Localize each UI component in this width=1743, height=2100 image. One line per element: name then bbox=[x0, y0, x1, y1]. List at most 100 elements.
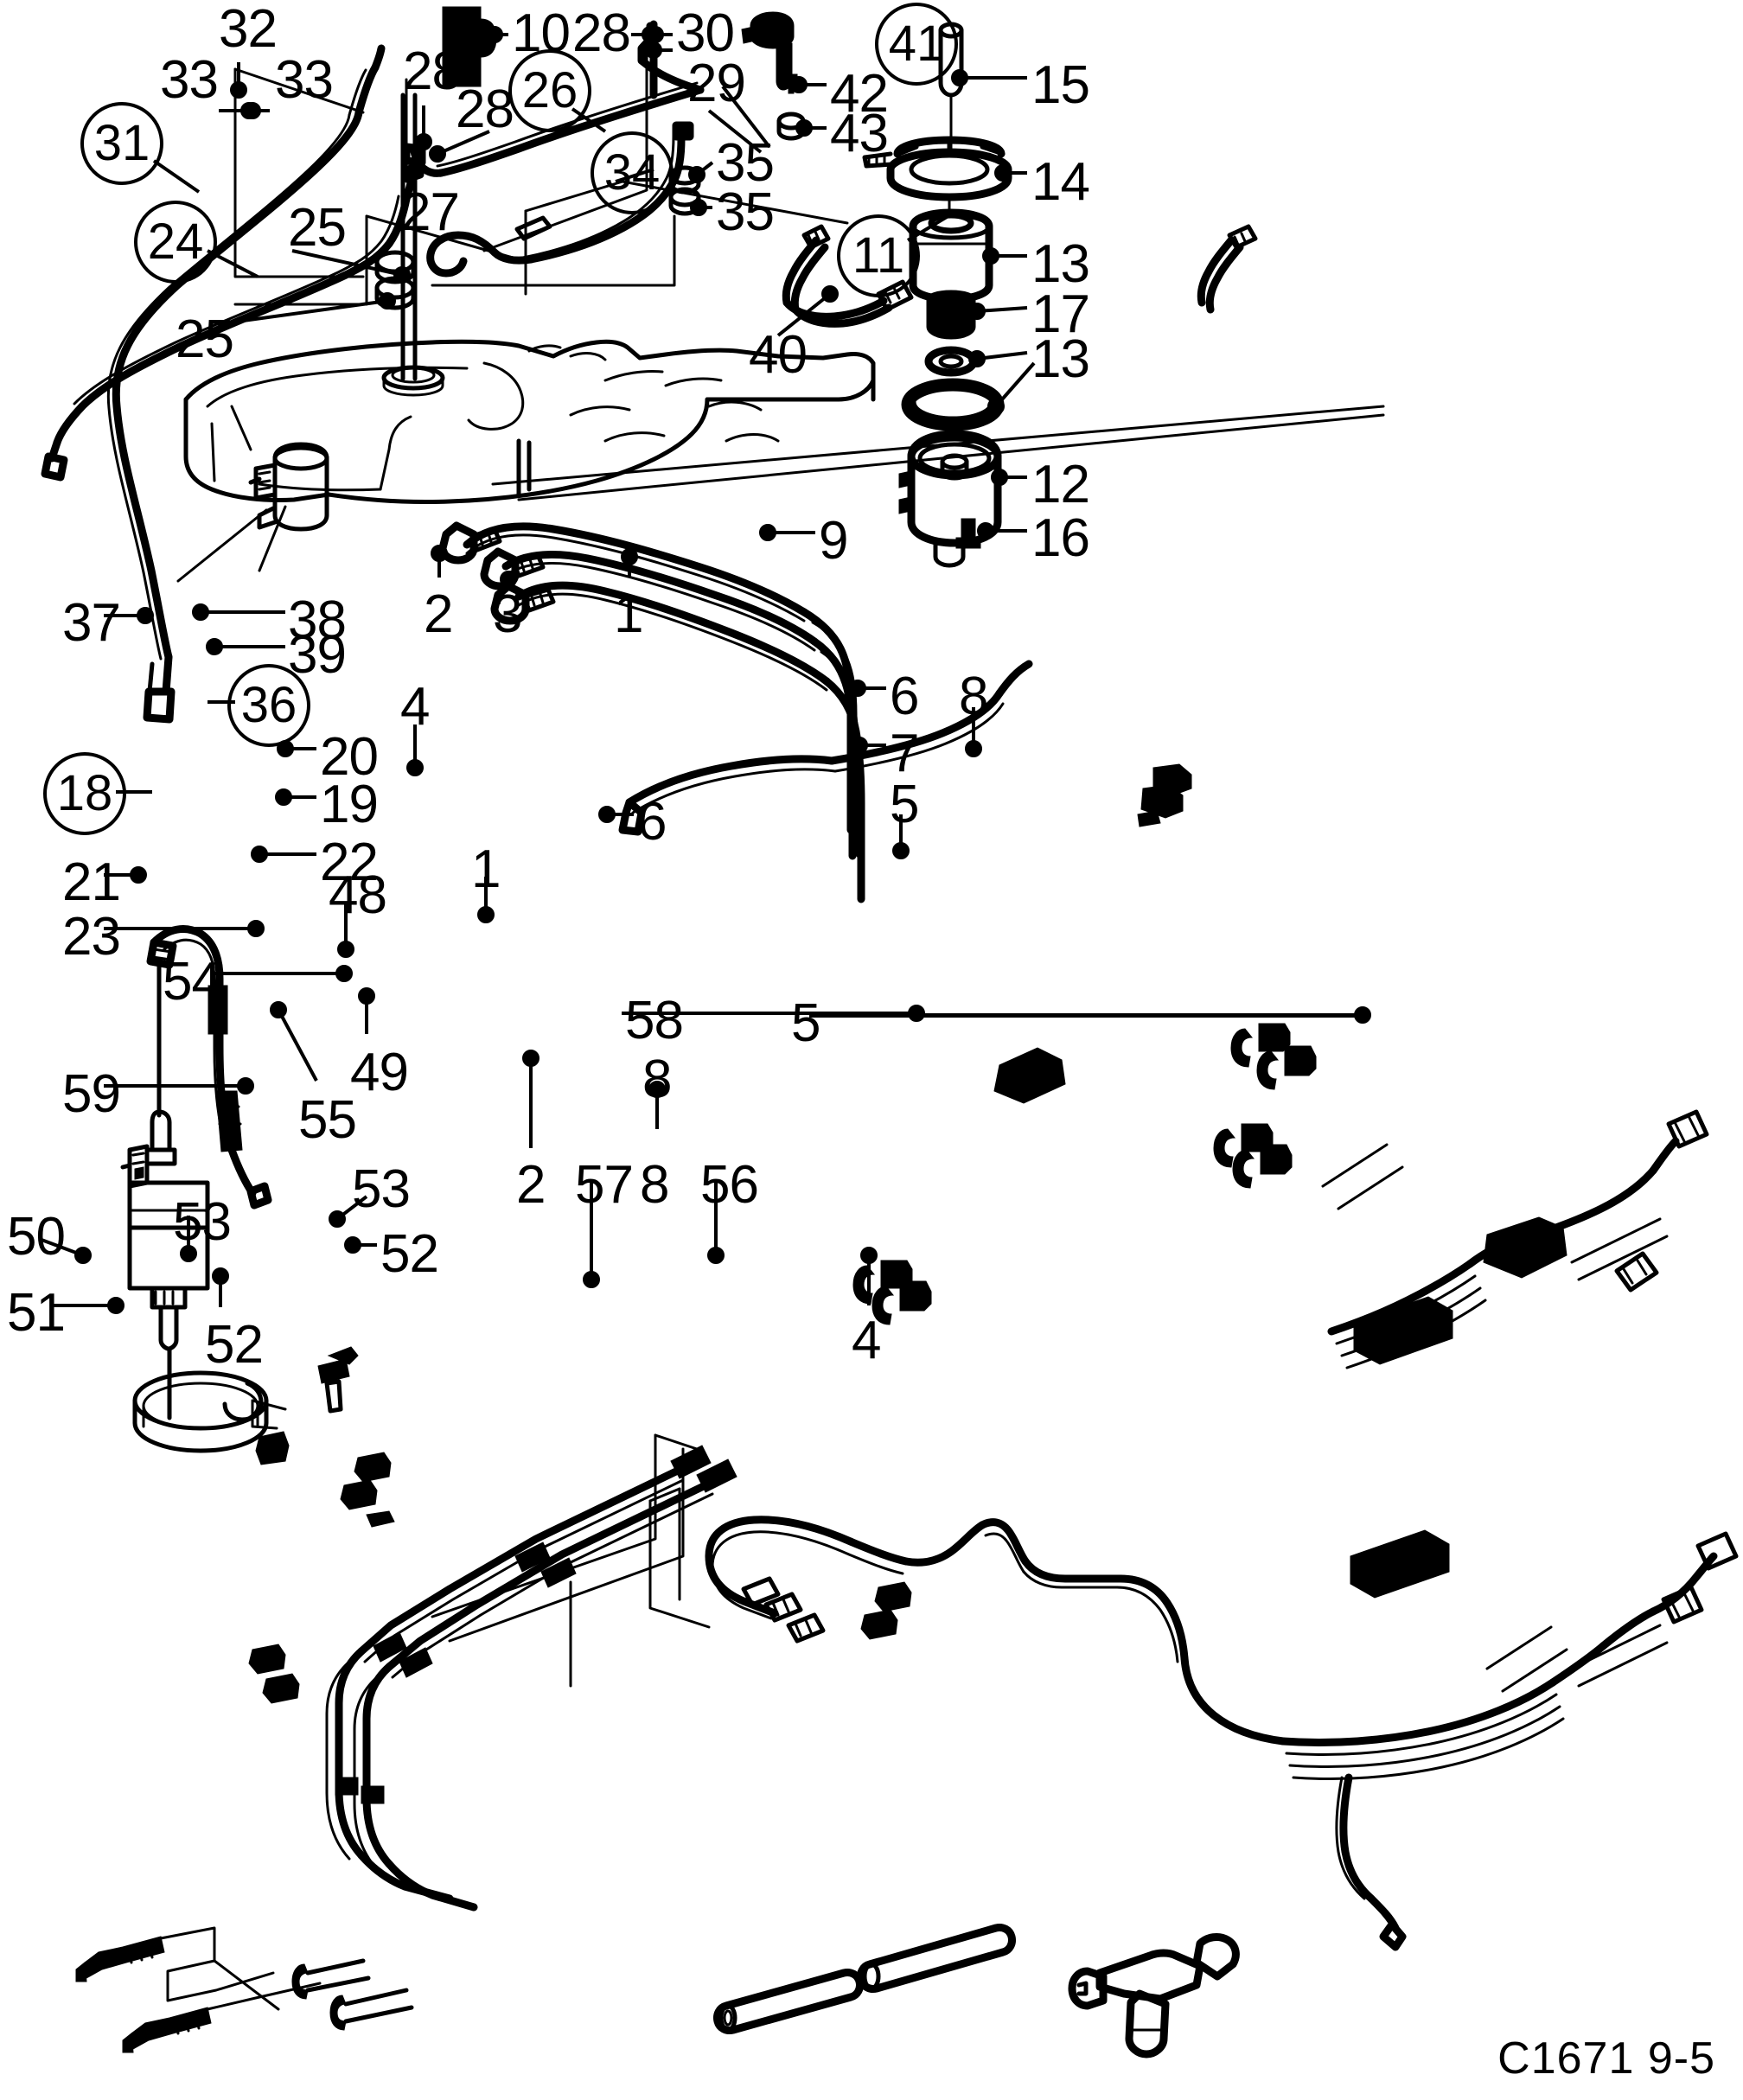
part-callout-28: 28 bbox=[572, 3, 631, 63]
line-bundle-right-lower bbox=[1283, 1534, 1736, 1779]
part-callout-42: 42 bbox=[830, 64, 889, 124]
part-50-banjo-bolt bbox=[76, 1937, 164, 1982]
part-58-line-clip-single bbox=[861, 1582, 911, 1639]
part-52-pipe-clip-lower bbox=[330, 1990, 412, 2030]
part-callout-9: 9 bbox=[819, 511, 848, 571]
part-7-clamp-lower bbox=[1214, 1124, 1292, 1188]
part-callout-4: 4 bbox=[852, 1311, 881, 1370]
part-callout-1: 1 bbox=[471, 839, 501, 899]
part-6-clamp-upper bbox=[1231, 1024, 1316, 1089]
assembly-callout-34: 34 bbox=[591, 131, 674, 214]
part-9-line-retainer-clip bbox=[1138, 764, 1191, 827]
part-56-tee-connector bbox=[1072, 1937, 1235, 2054]
phantom-box-pipes bbox=[432, 1435, 697, 1686]
part-callout-25: 25 bbox=[176, 310, 234, 369]
part-callout-8: 8 bbox=[640, 1155, 669, 1215]
part-23-pump-connector bbox=[252, 1401, 289, 1465]
phantom-box-lowerlines bbox=[650, 1489, 709, 1627]
part-callout-12: 12 bbox=[1031, 455, 1090, 514]
assembly-callout-26: 26 bbox=[508, 49, 591, 132]
part-callout-49: 49 bbox=[350, 1043, 409, 1102]
tank-leader-lines bbox=[178, 406, 1383, 581]
part-59-line-clip-double bbox=[249, 1644, 299, 1703]
part-callout-5: 5 bbox=[791, 993, 820, 1053]
part-callout-56: 56 bbox=[700, 1155, 759, 1215]
part-callout-15: 15 bbox=[1031, 55, 1090, 115]
assembly-callout-31: 31 bbox=[80, 102, 163, 185]
part-callout-50: 50 bbox=[7, 1207, 66, 1267]
assembly-callout-36: 36 bbox=[227, 664, 310, 747]
part-5-clip-lower bbox=[1350, 1530, 1449, 1598]
part-callout-6: 6 bbox=[637, 792, 667, 852]
part-callout-19: 19 bbox=[320, 775, 379, 834]
part-callout-58: 58 bbox=[625, 991, 684, 1050]
part-53-pipe-clip-upper bbox=[292, 1961, 368, 1999]
part-callout-32: 32 bbox=[219, 0, 278, 59]
assembly-callout-41: 41 bbox=[875, 3, 958, 86]
part-callout-52: 52 bbox=[205, 1315, 264, 1375]
part-54-twin-pipe-clip bbox=[341, 1452, 394, 1527]
part-12-filter-housing bbox=[899, 434, 998, 565]
part-callout-21: 21 bbox=[62, 852, 121, 912]
part-callout-28: 28 bbox=[403, 41, 462, 101]
part-18-fuel-pump bbox=[123, 1112, 208, 1349]
part-callout-1: 1 bbox=[614, 584, 643, 644]
part-callout-13: 13 bbox=[1031, 329, 1090, 389]
part-4-vent-line-mid bbox=[622, 664, 1029, 832]
part-22-pump-fitting bbox=[318, 1347, 358, 1411]
part-callout-40: 40 bbox=[749, 325, 808, 385]
part-callout-33: 33 bbox=[160, 50, 219, 110]
part-callout-28: 28 bbox=[456, 80, 514, 139]
part-8-bracket-lower bbox=[994, 1048, 1065, 1103]
part-callout-2: 2 bbox=[516, 1155, 546, 1215]
part-callout-54: 54 bbox=[163, 952, 221, 1012]
assembly-callout-11: 11 bbox=[837, 214, 920, 297]
part-callout-4: 4 bbox=[400, 677, 430, 737]
part-callout-13: 13 bbox=[1031, 234, 1090, 294]
assembly-callout-24: 24 bbox=[134, 201, 217, 284]
part-callout-53: 53 bbox=[352, 1159, 411, 1219]
part-callout-17: 17 bbox=[1031, 284, 1090, 344]
part-callout-7: 7 bbox=[890, 724, 919, 783]
part-41-pressure-sensor bbox=[742, 12, 794, 90]
part-callout-20: 20 bbox=[320, 727, 379, 787]
part-callout-8: 8 bbox=[959, 667, 988, 726]
part-callout-29: 29 bbox=[687, 54, 746, 113]
part-callout-8: 8 bbox=[642, 1050, 672, 1109]
part-48-49-55-pipes bbox=[327, 1446, 737, 1907]
part-callout-27: 27 bbox=[401, 182, 460, 242]
line-bundle-right-upper bbox=[1331, 1112, 1707, 1368]
part-callout-33: 33 bbox=[275, 50, 334, 110]
part-21-pump-clamp bbox=[135, 1349, 266, 1451]
part-callout-3: 3 bbox=[493, 584, 522, 644]
part-callout-30: 30 bbox=[676, 3, 735, 63]
part-callout-35: 35 bbox=[716, 133, 775, 193]
part-callout-52: 52 bbox=[380, 1224, 439, 1284]
part-51-banjo-bolt bbox=[123, 2007, 211, 2052]
part-callout-59: 59 bbox=[62, 1064, 121, 1124]
part-callout-37: 37 bbox=[62, 593, 121, 653]
part-callout-53: 53 bbox=[173, 1192, 232, 1252]
part-callout-57: 57 bbox=[575, 1155, 634, 1215]
part-43-sensor-grommet bbox=[779, 114, 803, 138]
part-callout-38: 38 bbox=[288, 590, 347, 650]
part-53-52-leader-boxes bbox=[161, 1928, 320, 2009]
part-callout-55: 55 bbox=[298, 1090, 357, 1150]
part-callout-22: 22 bbox=[320, 833, 379, 892]
assembly-callout-18: 18 bbox=[43, 752, 126, 835]
part-callout-14: 14 bbox=[1031, 152, 1090, 212]
part-callout-25: 25 bbox=[288, 198, 347, 258]
break-marks bbox=[1323, 1145, 1567, 1691]
fuel-tank-body bbox=[186, 95, 873, 529]
part-57-hose-sleeves bbox=[717, 1927, 1012, 2030]
part-callout-43: 43 bbox=[830, 104, 889, 163]
part-callout-16: 16 bbox=[1031, 508, 1090, 568]
diagram-id-text: C1671 9-5 bbox=[1497, 2033, 1715, 2084]
part-callout-23: 23 bbox=[62, 907, 121, 967]
part-callout-35: 35 bbox=[716, 182, 775, 242]
part-13-17-filter-element bbox=[908, 213, 998, 424]
part-callout-39: 39 bbox=[288, 625, 347, 685]
part-callout-2: 2 bbox=[424, 584, 453, 644]
